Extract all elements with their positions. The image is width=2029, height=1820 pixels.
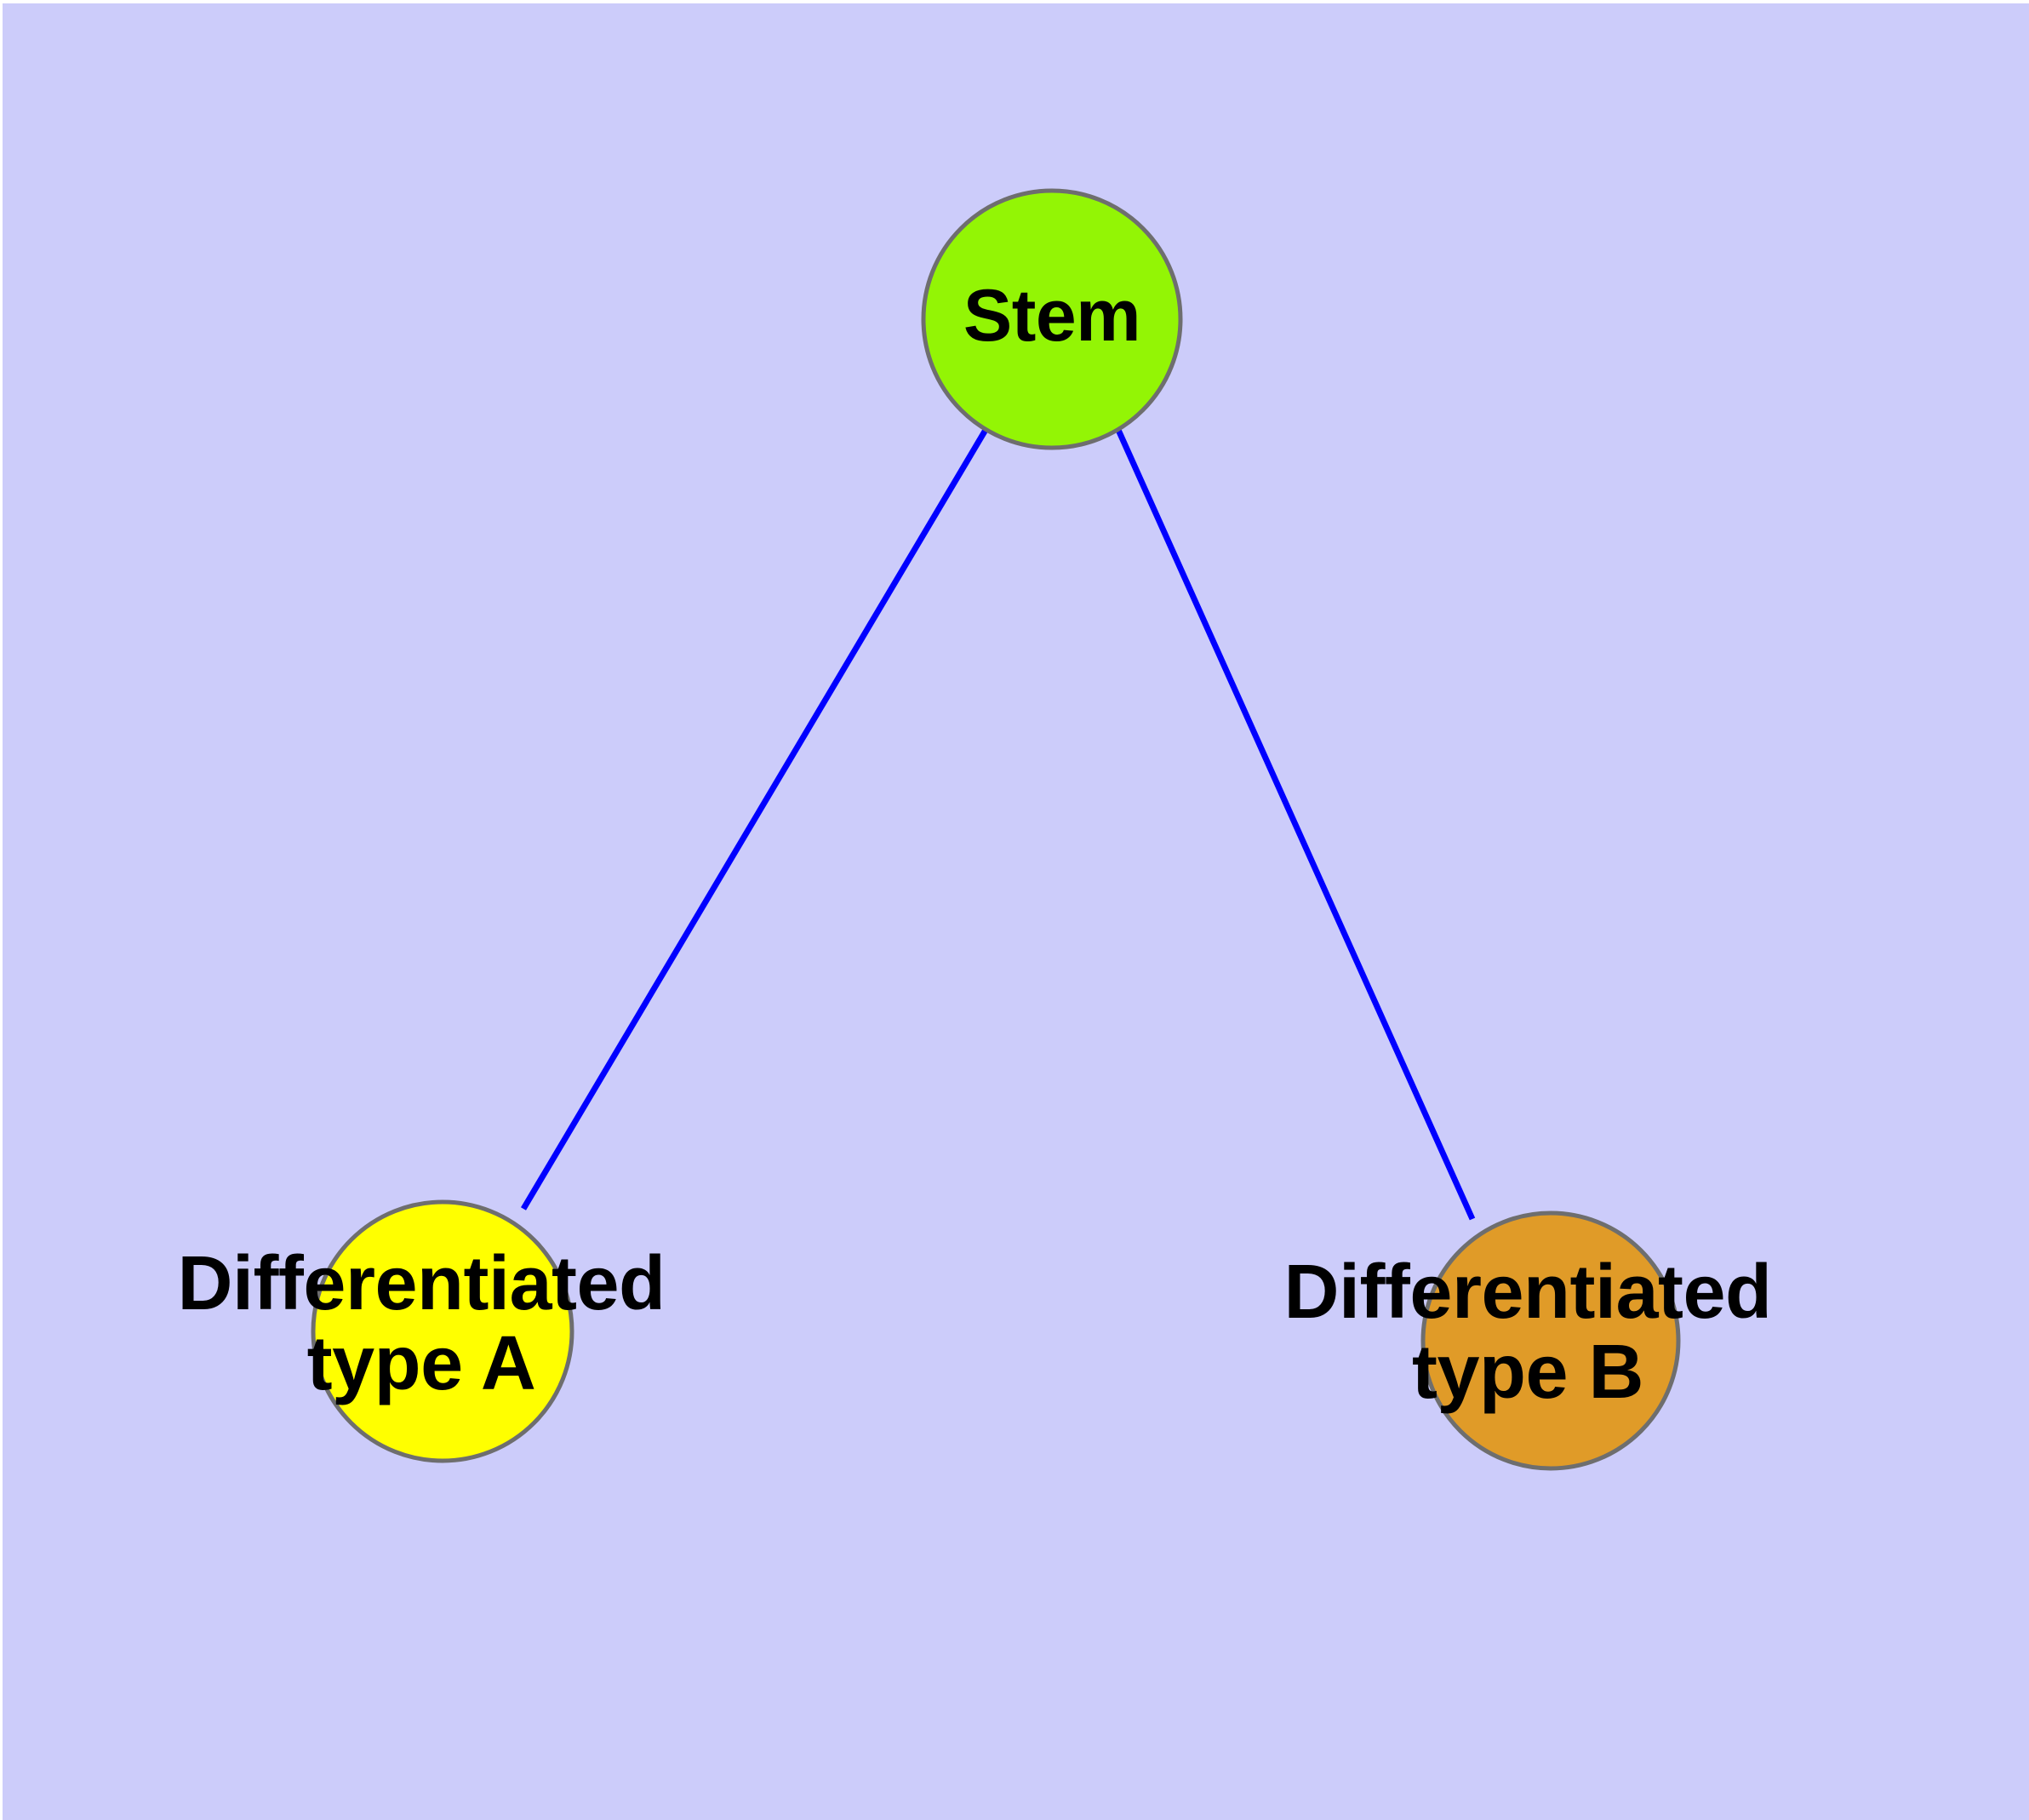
node-stem[interactable]	[921, 188, 1183, 450]
edge-stem-to-differentiated-type-b	[1115, 428, 1476, 1221]
node-differentiated-type-a[interactable]	[311, 1199, 574, 1463]
edge-layer	[520, 428, 1476, 1221]
node-differentiated-type-b[interactable]	[1420, 1210, 1681, 1471]
edge-stem-to-differentiated-type-a	[520, 428, 989, 1210]
node-layer	[311, 188, 1681, 1471]
